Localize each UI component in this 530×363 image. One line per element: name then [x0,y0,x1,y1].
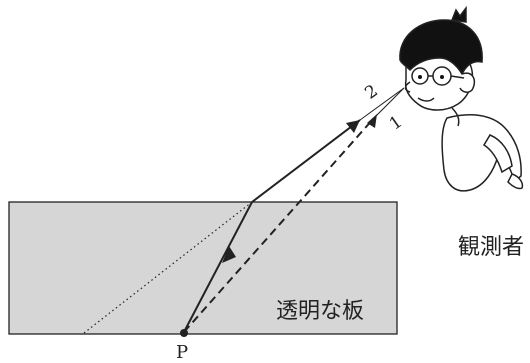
arrowhead-icon [222,246,236,263]
refracted-ray-in-plate [183,201,253,333]
ray-label-2: 2 [361,81,381,104]
boy-with-glasses-icon [399,5,524,192]
point-p [180,329,188,337]
plate-label: 透明な板 [276,299,364,324]
point-p-label: P [176,342,188,363]
refracted-ray-in-air [251,119,361,203]
ray-label-1: 1 [386,112,406,135]
observer-label: 観測者 [458,235,524,260]
sight-line-2 [359,87,405,121]
straight-dashed-ray [183,117,375,333]
sight-line-1 [373,87,405,119]
arrowhead-icon [346,120,360,133]
